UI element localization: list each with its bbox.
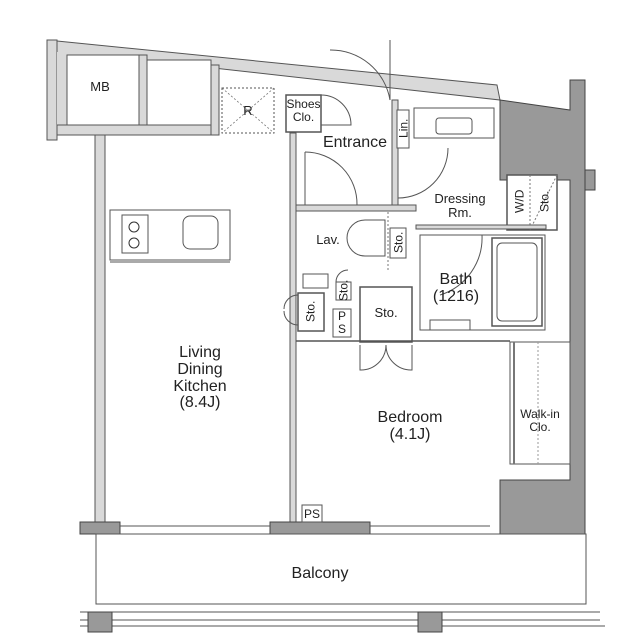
left-exterior-wall — [94, 129, 106, 526]
r-label: R — [243, 103, 253, 118]
lavatory-label: Lav. — [316, 232, 340, 247]
walk-in-closet-label: Walk-in Clo. — [520, 407, 560, 434]
balcony-label: Balcony — [291, 565, 349, 582]
left-storage-label: Sto. — [303, 300, 318, 322]
shoes-closet-label: Shoes Clo. — [286, 97, 321, 124]
pipe-space-label: P S — [337, 309, 346, 336]
mb-label: MB — [90, 79, 110, 94]
bedroom-label: Bedroom (4.1J) — [377, 409, 443, 443]
ldk-label: Living Dining Kitchen (8.4J) — [173, 344, 227, 412]
dressing-room-label: Dressing Rm. — [434, 191, 486, 220]
hall-storage-label: Sto. — [374, 305, 398, 320]
lav-storage-label: Sto. — [391, 231, 406, 253]
washer-dryer-label: W/D — [512, 189, 527, 213]
wd-storage-label: Sto. — [537, 190, 552, 212]
small-storage-label: Sto. — [336, 279, 351, 301]
lower-pipe-space-label: PS — [303, 507, 320, 521]
bath-label: Bath (1216) — [432, 271, 480, 305]
mb-box — [66, 54, 140, 126]
linen-label: Lin. — [396, 118, 411, 138]
entrance-label: Entrance — [322, 134, 388, 151]
